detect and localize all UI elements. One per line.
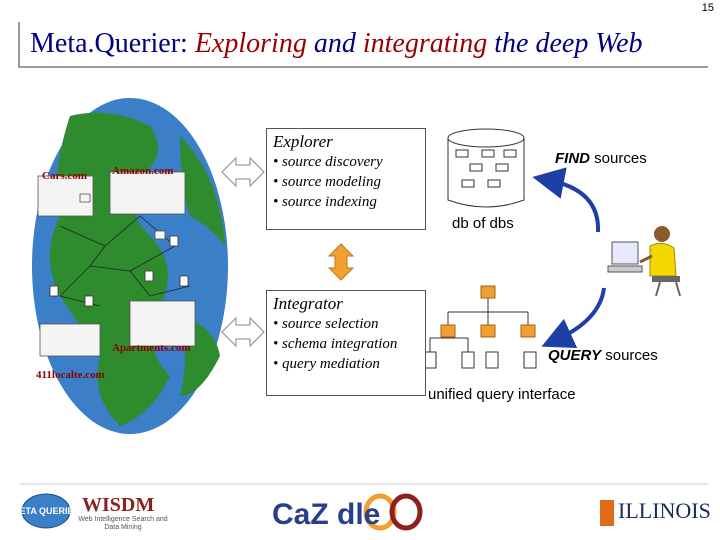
globe-integrator-double-arrow: [221, 316, 265, 348]
title-exploring: Exploring: [194, 28, 307, 59]
query-sources-rest: sources: [601, 347, 658, 364]
wisdm-subtitle: Web Intelligence Search and Data Mining: [78, 516, 168, 531]
page-title: Meta.Querier: Exploring and integrating …: [30, 28, 643, 60]
title-lead: Meta.Querier: [30, 28, 181, 59]
unified-interface-db-icons: [423, 351, 537, 369]
explorer-item-source-indexing: • source indexing: [273, 194, 377, 210]
page-number: 15: [701, 2, 714, 14]
unified-query-interface-label: unified query interface: [428, 386, 576, 403]
title-integrating: integrating: [362, 28, 488, 59]
db-of-dbs-label: db of dbs: [452, 215, 514, 232]
query-sources-bold: QUERY: [548, 347, 602, 364]
integrator-item-schema-integration: • schema integration: [273, 336, 398, 352]
find-sources-arrow: [532, 167, 601, 233]
site-label-411localte: 411localte.com: [36, 369, 105, 381]
cazoodle-logo: CaZ dle: [272, 493, 423, 531]
metaquerier-logo-text: META QUERIER: [20, 506, 72, 516]
source-db-icons: [49, 235, 189, 307]
cazoodle-logo-text: CaZ dle: [272, 498, 380, 531]
find-sources-bold: FIND: [555, 150, 590, 167]
title-colon: :: [180, 28, 195, 59]
explorer-item-source-discovery: • source discovery: [273, 154, 383, 170]
globe-explorer-double-arrow: [221, 156, 265, 188]
find-sources-rest: sources: [590, 150, 647, 167]
user-at-computer-icon: [607, 226, 681, 297]
illinois-logo: ILLINOIS: [618, 498, 711, 523]
site-label-amazon: Amazon.com: [112, 165, 174, 177]
source-forms: [37, 171, 196, 357]
explorer-integrator-double-arrow: [327, 243, 355, 281]
db-of-dbs-cylinder: [447, 128, 525, 208]
site-label-cars: Cars.com: [42, 170, 87, 182]
integrator-box: Integrator • source selection • schema i…: [266, 290, 426, 396]
explorer-box: Explorer • source discovery • source mod…: [266, 128, 426, 230]
wisdm-logo: WISDM: [82, 494, 155, 516]
title-the-deep-web: the deep Web: [487, 28, 643, 59]
deep-web-globe-illustration: [32, 98, 228, 434]
unified-interface-nodes: [440, 285, 536, 338]
integrator-title: Integrator: [273, 294, 343, 313]
find-sources-label: FIND sources: [555, 150, 647, 167]
site-label-apartments: Apartments.com: [112, 342, 191, 354]
integrator-item-query-mediation: • query mediation: [273, 356, 380, 372]
integrator-item-source-selection: • source selection: [273, 316, 379, 332]
explorer-title: Explorer: [273, 132, 333, 151]
illinois-block-i-icon: [600, 500, 614, 526]
explorer-item-source-modeling: • source modeling: [273, 174, 382, 190]
title-and: and: [306, 28, 363, 59]
title-bar: Meta.Querier: Exploring and integrating …: [18, 22, 708, 68]
query-sources-label: QUERY sources: [548, 347, 658, 364]
unified-interface-tree: [429, 298, 529, 352]
query-sources-arrow: [541, 287, 606, 348]
metaquerier-logo: META QUERIER: [20, 493, 72, 529]
